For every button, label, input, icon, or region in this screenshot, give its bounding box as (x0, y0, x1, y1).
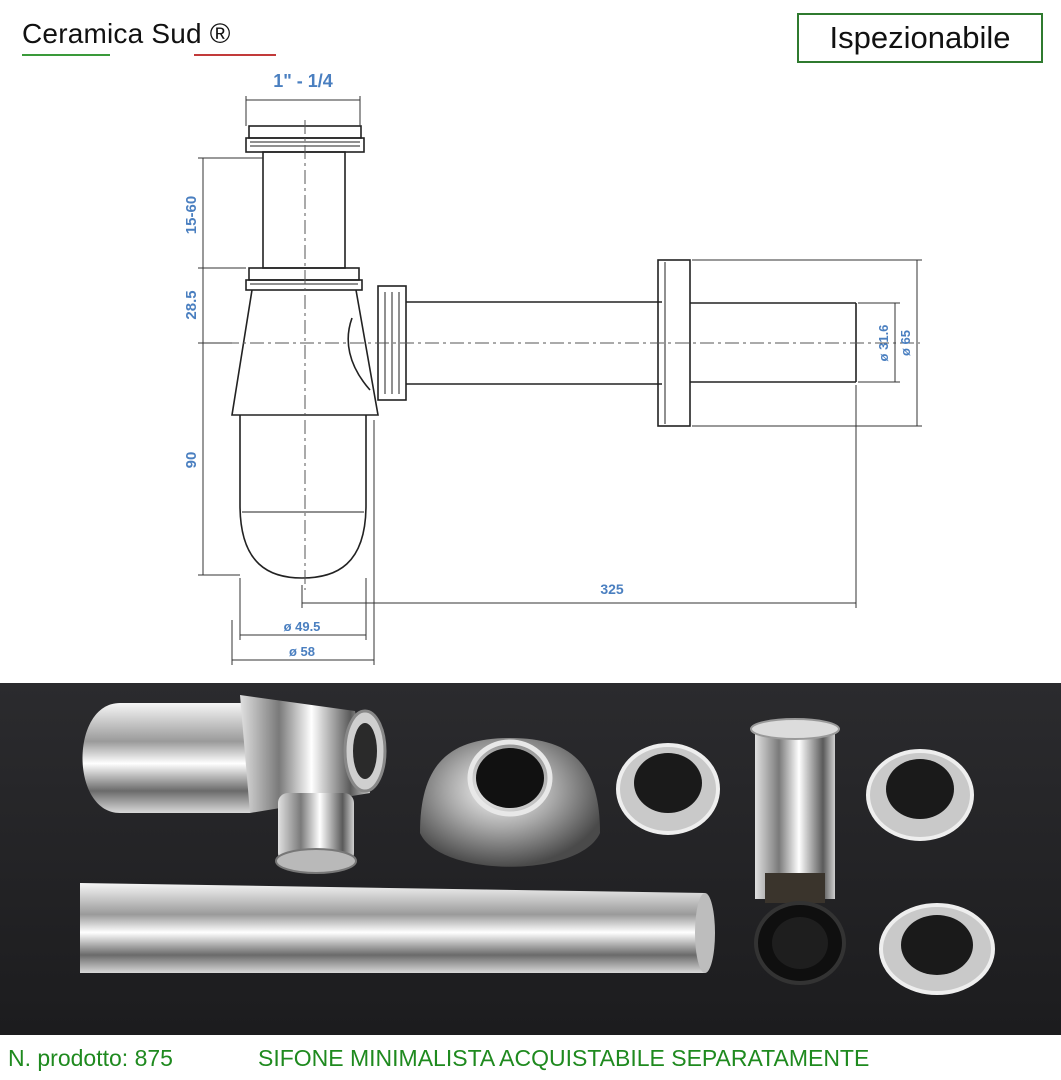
dimension-inlet-height: 15-60 (183, 196, 200, 234)
dimension-thread: 1" - 1/4 (273, 71, 333, 91)
ring-nut-icon (616, 743, 995, 995)
brand-title: Ceramica Sud ® (22, 18, 231, 49)
dimension-offset: 28.5 (183, 290, 200, 319)
bottle-body-icon (82, 695, 387, 874)
gasket-icon (754, 901, 846, 985)
dimension-outer-diameter: ø 58 (289, 644, 315, 659)
dimension-flange-diameter: ø 65 (898, 330, 913, 356)
dimension-length: 325 (600, 581, 624, 597)
brand-underline (22, 54, 110, 56)
product-code: N. prodotto: 875 (8, 1045, 173, 1071)
technical-drawing: 1" - 1/4 15-60 28.5 90 325 ø 49.5 ø 58 ø… (183, 71, 922, 665)
dimension-inner-diameter: ø 49.5 (284, 619, 321, 634)
wall-pipe-icon (80, 883, 715, 973)
brand-underline (194, 54, 276, 56)
dimension-bottle-height: 90 (183, 452, 200, 469)
dimension-pipe-diameter: ø 31.6 (876, 325, 891, 362)
tailpiece-icon (750, 718, 840, 903)
product-photo (0, 683, 1061, 1035)
footer: N. prodotto: 875 SIFONE MINIMALISTA ACQU… (0, 1036, 1061, 1080)
inspectable-badge: Ispezionabile (797, 13, 1043, 63)
escutcheon-icon (420, 738, 600, 867)
product-description: SIFONE MINIMALISTA ACQUISTABILE SEPARATA… (258, 1045, 870, 1071)
